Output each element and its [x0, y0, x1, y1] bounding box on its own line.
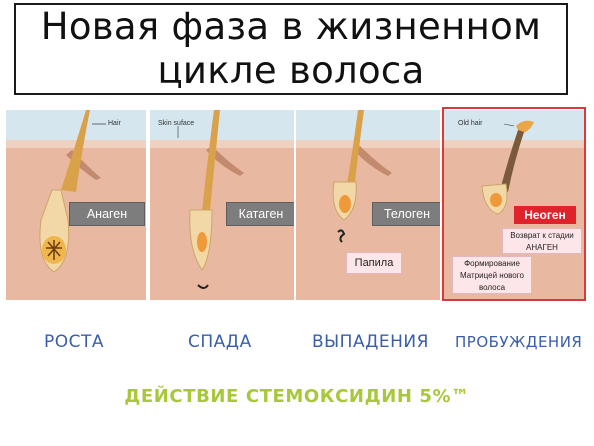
old-hair-note: Old hair	[458, 120, 483, 127]
phase-decline: СПАДА	[188, 332, 252, 352]
title-line-2: цикле волоса	[157, 49, 425, 92]
title-line-1: Новая фаза в жизненном	[40, 5, 542, 48]
papilla-label: Папила	[346, 252, 402, 274]
phase-growth: РОСТА	[44, 332, 105, 352]
phase-shedding: ВЫПАДЕНИЯ	[312, 332, 429, 352]
phase-awakening: ПРОБУЖДЕНИЯ	[455, 333, 583, 351]
panel-telogen: Телоген Папила	[296, 110, 440, 300]
hair-note: Hair	[108, 120, 121, 127]
title-box: Новая фаза в жизненном цикле волоса	[14, 3, 568, 95]
stage-label-anagen: Анаген	[69, 202, 145, 226]
panel-neogen: Old hair Неоген Возврат к стадии АНАГЕН …	[444, 110, 584, 300]
panel-catagen: Skin suface Катаген	[150, 110, 294, 300]
stage-label-catagen: Катаген	[226, 202, 294, 226]
panel-anagen: Hair Анаген	[6, 110, 146, 300]
skin-surface-note: Skin suface	[158, 120, 195, 127]
action-slogan: ДЕЙСТВИЕ СТЕМОКСИДИН 5%™	[124, 386, 470, 407]
neogen-badge: Неоген	[514, 206, 576, 224]
stage-label-telogen: Телоген	[372, 202, 440, 226]
new-hair-formation-note: Формирование Матрицей нового волоса	[452, 256, 532, 294]
return-to-anagen-note: Возврат к стадии АНАГЕН	[502, 228, 582, 254]
